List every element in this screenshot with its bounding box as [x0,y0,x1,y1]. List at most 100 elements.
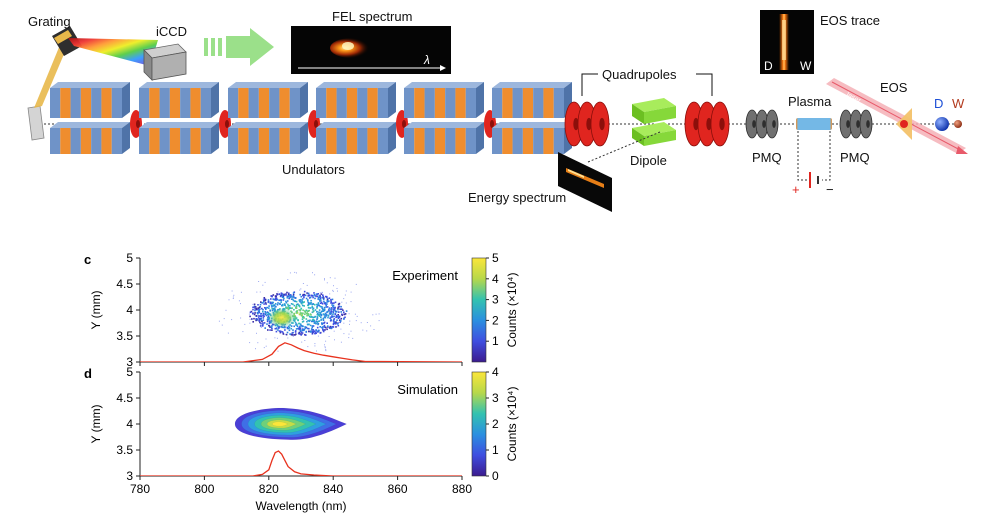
heatmap-pixel [277,329,279,331]
heatmap-pixel [332,308,334,311]
heatmap-pixel [303,329,305,331]
heatmap-pixel [256,291,258,293]
heatmap-pixel [338,316,341,319]
heatmap-pixel [318,295,320,297]
heatmap-pixel [252,308,254,311]
heatmap-pixel [287,293,290,296]
heatmap-pixel [310,328,313,330]
heatmap-pixel [305,318,308,320]
colorbar-label: Counts (×10⁴) [505,273,519,348]
heatmap-pixel [332,305,334,308]
heatmap-pixel [295,317,298,319]
heatmap-pixel [225,309,227,311]
heatmap-pixel [294,321,297,324]
heatmap-pixel [319,295,322,298]
heatmap-pixel [257,317,260,319]
heatmap-pixel [307,301,310,304]
heatmap-pixel [316,329,318,332]
heatmap-pixel [288,327,290,330]
heatmap-pixel [321,307,323,310]
heatmap-pixel [378,320,380,322]
heatmap-pixel [312,310,315,312]
heatmap-pixel [271,302,274,305]
heatmap-pixel [257,315,260,317]
heatmap-pixel [283,293,285,296]
heatmap-pixel [285,333,288,336]
heatmap-pixel [326,296,328,299]
heatmap-pixel [322,308,324,310]
heatmap-pixel [276,298,279,301]
heatmap-pixel [305,334,307,336]
heatmap-pixel [252,306,254,309]
heatmap-pixel [294,300,297,303]
heatmap-pixel [343,318,345,320]
heatmap-pixel [337,308,339,311]
undulator-module [404,82,484,154]
heatmap-pixel [270,295,272,297]
eos-trace-image: D W [760,10,814,74]
heatmap-pixel [311,303,313,306]
colorbar-tick-label: 0 [492,469,499,483]
heatmap-pixel [291,307,293,309]
heatmap-pixel [331,298,334,301]
heatmap-pixel [332,289,334,291]
heatmap-pixel [322,295,324,298]
heatmap-pixel [290,303,293,305]
heatmap-pixel [307,313,309,315]
heatmap-pixel [273,304,276,307]
heatmap-pixel [328,309,330,312]
heatmap-pixel [335,311,337,313]
heatmap-pixel [317,314,319,316]
heatmap-pixel [258,306,261,309]
heatmap-pixel [263,298,266,301]
heatmap-pixel [298,322,300,325]
heatmap-pixel [326,300,328,302]
heatmap-pixel [259,308,261,311]
heatmap-pixel [264,281,266,283]
heatmap-pixel [337,315,339,318]
heatmap-pixel [295,311,298,313]
heatmap-pixel [337,306,340,308]
heatmap-pixel [260,301,262,303]
heatmap-pixel [240,291,242,293]
heatmap-pixel [263,303,265,305]
heatmap-pixel [260,317,262,319]
heatmap-pixel [311,294,313,297]
heatmap-pixel [288,292,290,295]
bunch-icons [935,117,962,131]
heatmap-pixel [324,278,325,280]
heatmap-pixel [323,300,325,303]
heatmap-pixel [330,327,333,330]
heatmap-pixel [327,325,329,327]
heatmap-pixel [308,323,310,326]
heatmap-pixel [333,321,336,323]
x-tick-label: 860 [388,482,408,496]
minus-sign: − [826,182,834,197]
heatmap-pixel [274,327,277,330]
heatmap-pixel [286,297,289,299]
heatmap-pixel [255,315,258,317]
heatmap-pixel [289,304,291,307]
heatmap-pixel [271,329,273,331]
beam-w-label: W [952,96,965,111]
heatmap-pixel [258,281,260,282]
heatmap-pixel [314,332,316,335]
heatmap-pixel [292,329,294,331]
heatmap-pixel [310,302,313,304]
heatmap-pixel [289,333,291,335]
heatmap-pixel [256,332,257,334]
heatmap-pixel [328,336,330,337]
heatmap-pixel [262,317,265,319]
heatmap-pixel [335,316,337,319]
heatmap-pixel [254,308,256,310]
heatmap-pixel [301,329,304,332]
heatmap-pixel [323,306,326,309]
heatmap-pixel [301,318,304,320]
heatmap-pixel [319,297,322,300]
heatmap-pixel [284,304,286,306]
heatmap-pixel [322,329,325,332]
heatmap-pixel [270,304,273,307]
heatmap-pixel [337,317,340,319]
magnet-disc [849,109,863,139]
heatmap-pixel [320,313,323,316]
